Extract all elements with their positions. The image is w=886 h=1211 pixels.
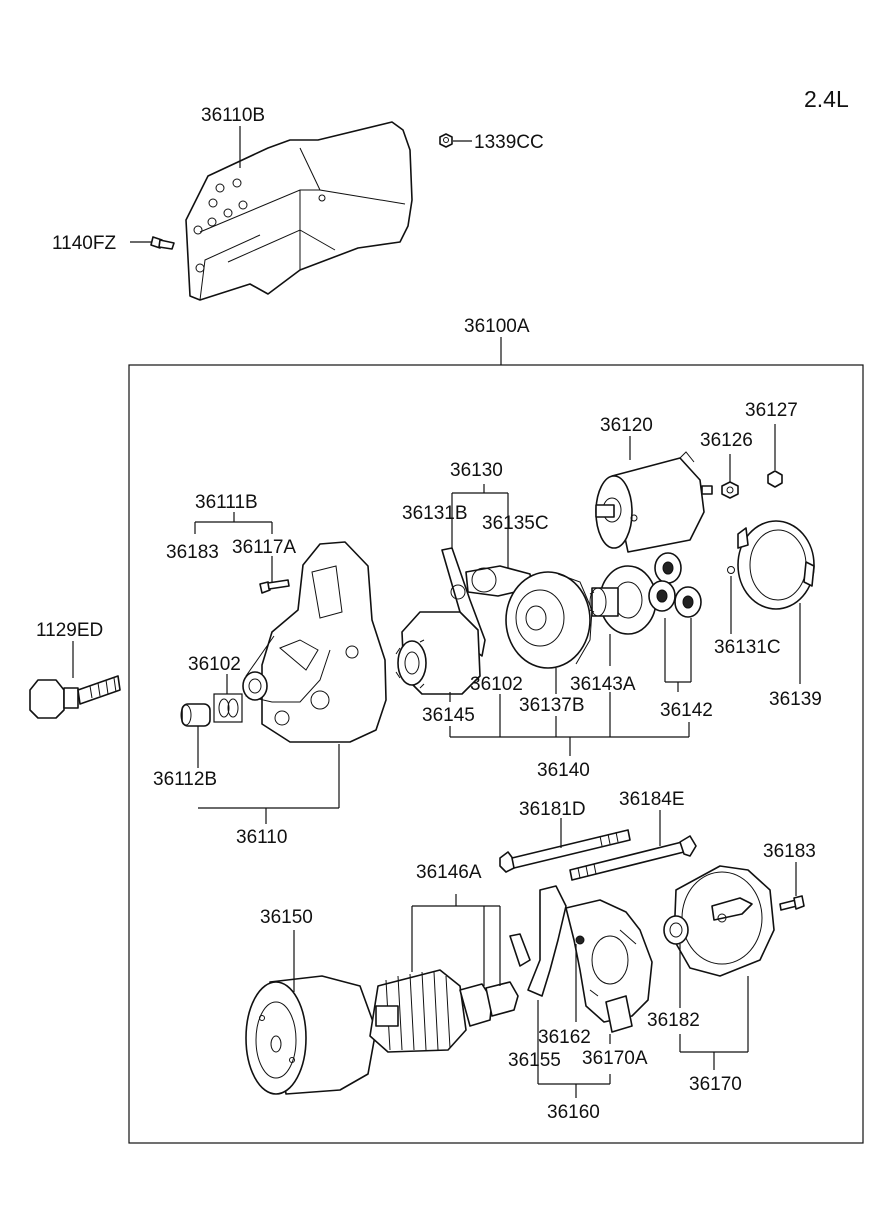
label-36182: 36182 [647,1010,700,1031]
label-36160: 36160 [547,1102,600,1123]
front-housing-part [242,541,387,743]
label-1129ED: 1129ED [36,620,103,641]
label-1339CC: 1339CC [474,132,544,153]
through-bolt-36184E [569,835,697,881]
ball-36131C [727,566,735,574]
washer-36102-left [213,693,243,723]
label-36131C: 36131C [714,637,781,658]
label-36111B: 36111B [195,492,258,513]
label-36126: 36126 [700,430,753,451]
planet-carrier-36143A [589,565,657,635]
label-36140: 36140 [537,760,590,781]
planet-gears-36142 [648,552,702,618]
screw-36117A [259,579,290,594]
rear-cover-36170 [663,865,775,977]
label-36183-upper: 36183 [166,542,219,563]
label-36102-right: 36102 [470,674,523,695]
gear-housing-36137B [505,571,593,669]
label-36183-lower: 36183 [763,841,816,862]
bushing-36112B [180,703,211,727]
label-36117A: 36117A [232,537,296,558]
assembly-frame [128,364,864,1144]
through-bolt-36181D [499,829,631,873]
label-36110: 36110 [236,827,287,848]
label-36110B: 36110B [201,105,265,126]
label-36170: 36170 [689,1074,742,1095]
nut-36126 [721,481,739,499]
nut-1339CC [439,133,453,148]
label-36155: 36155 [508,1050,561,1071]
label-36146A: 36146A [416,862,482,883]
label-36184E: 36184E [619,789,685,810]
nut-36127 [767,470,783,488]
label-36145: 36145 [422,705,475,726]
brush-holder-36160 [509,885,653,1033]
clutch-36145 [395,611,481,695]
label-36150: 36150 [260,907,313,928]
label-36142: 36142 [660,700,713,721]
bolt-1140FZ [150,236,175,250]
label-36120: 36120 [600,415,653,436]
label-36127: 36127 [745,400,798,421]
ring-gear-36139 [737,520,815,610]
label-36139: 36139 [769,689,822,710]
bolt-1129ED [29,675,121,719]
armature-36146A [369,969,519,1053]
label-36112B: 36112B [153,769,217,790]
label-36143A: 36143A [570,674,636,695]
label-36170A: 36170A [582,1048,648,1069]
label-36162: 36162 [538,1027,591,1048]
solenoid-36120 [595,451,713,553]
yoke-36150 [245,975,377,1095]
label-36137B: 36137B [519,695,585,716]
engine-label: 2.4L [804,86,849,112]
label-36130: 36130 [450,460,503,481]
label-36131B: 36131B [402,503,468,524]
screw-36183 [779,895,805,911]
label-36102-left: 36102 [188,654,241,675]
label-36181D: 36181D [519,799,586,820]
label-36100A: 36100A [464,316,530,337]
heat-shield-part [185,121,413,301]
label-1140FZ: 1140FZ [52,233,116,254]
label-36135C: 36135C [482,513,549,534]
